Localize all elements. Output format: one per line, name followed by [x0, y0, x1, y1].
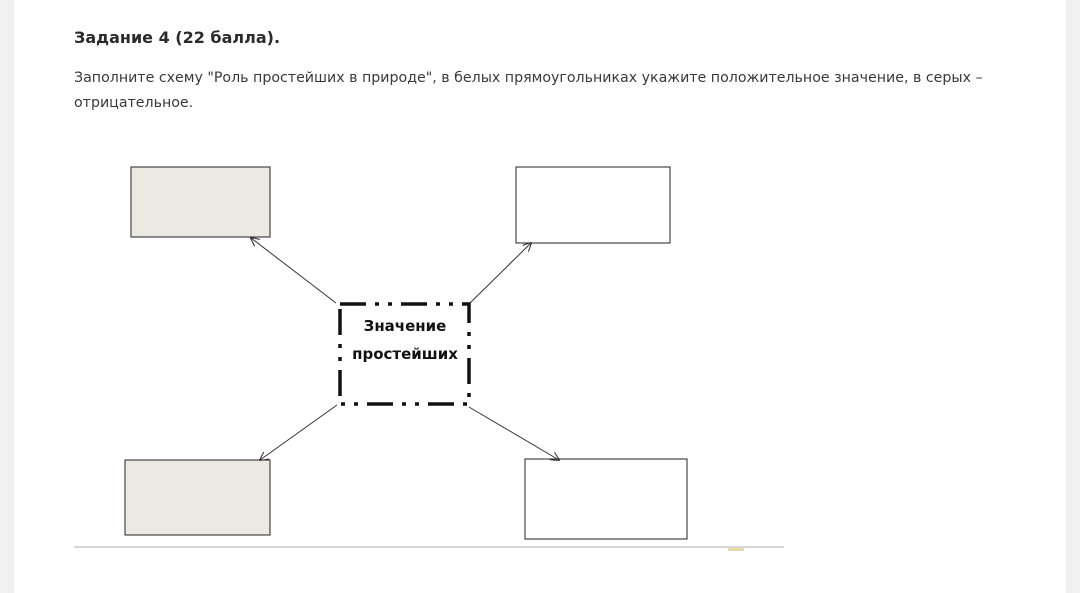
- task-title: Задание 4 (22 балла).: [74, 28, 281, 47]
- positive-box-bottom-right[interactable]: [524, 458, 688, 540]
- arrow-to-top-right: [469, 243, 531, 304]
- arrow-to-bottom-left: [260, 404, 338, 460]
- arrow-to-bottom-right: [468, 406, 559, 460]
- arrow-to-top-left: [251, 238, 337, 304]
- negative-box-top-left[interactable]: [130, 166, 271, 238]
- positive-box-top-right[interactable]: [515, 166, 671, 244]
- center-box: [338, 302, 471, 406]
- task-page: Задание 4 (22 балла). Заполните схему "Р…: [14, 0, 1066, 593]
- center-label-line1: Значение: [364, 317, 447, 335]
- negative-box-bottom-left[interactable]: [124, 459, 271, 536]
- scheme-diagram: Значение простейших: [74, 166, 784, 551]
- center-label-line2: простейших: [352, 345, 458, 363]
- scroll-marker: [728, 548, 744, 551]
- task-instructions: Заполните схему "Роль простейших в приро…: [74, 70, 983, 111]
